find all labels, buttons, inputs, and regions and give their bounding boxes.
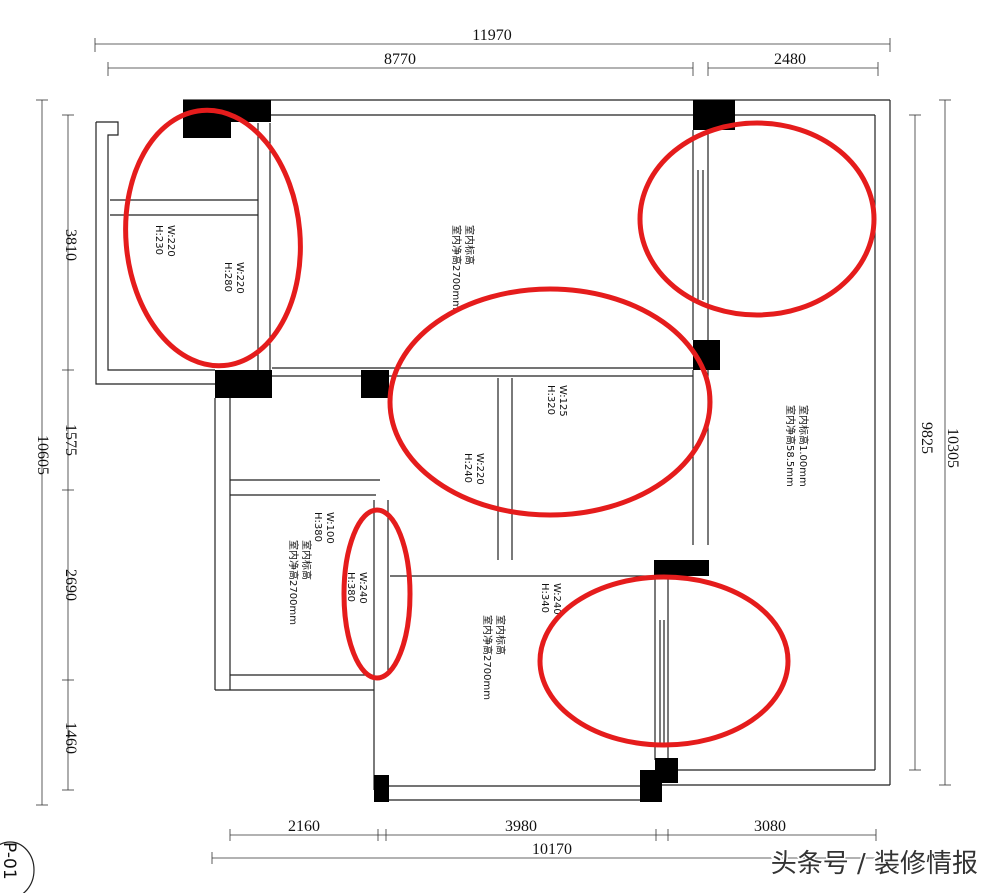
opening-4-width: W:220 [474, 453, 485, 485]
room-3-height: 室内净高2700mm [287, 540, 300, 625]
sheet-number-circle [0, 841, 35, 893]
dim-left-top: 3810 [62, 229, 79, 261]
opening-7-height: H:340 [539, 583, 550, 613]
walls [95, 99, 891, 801]
dim-bottom-right: 3080 [754, 818, 786, 835]
opening-6-width: W:240 [357, 572, 368, 604]
room-3-level: 室内标高 [300, 540, 313, 580]
dim-bottom-mid: 3980 [505, 818, 537, 835]
opening-3-height: H:320 [545, 385, 556, 415]
dim-left-mid: 1575 [62, 424, 79, 456]
sheet-number: P-01 [0, 842, 19, 880]
dim-top-left: 8770 [384, 51, 416, 68]
annotation-circle-balcony [123, 107, 303, 369]
opening-1-height: H:230 [153, 225, 164, 255]
opening-1-width: W:220 [165, 225, 176, 257]
dim-right-inner: 9825 [918, 422, 935, 454]
watermark: 头条号 / 装修情报 [771, 849, 978, 879]
dim-bottom-left: 2160 [288, 818, 320, 835]
room-2-height: 室内净高58.5mm [784, 405, 797, 487]
dim-top-total: 11970 [472, 27, 511, 44]
opening-3-width: W:125 [557, 385, 568, 417]
structural-columns [183, 100, 735, 802]
dim-left-bottom: 1460 [62, 722, 79, 754]
room-2-level: 室内标高1.00mm [797, 405, 810, 487]
dimension-lines [36, 38, 951, 864]
opening-2-width: W:220 [234, 262, 245, 294]
room-4-height: 室内净高2700mm [481, 615, 494, 700]
opening-6-height: H:380 [345, 572, 356, 602]
opening-7-width: W:240 [551, 583, 562, 615]
dim-bottom-total: 10170 [532, 841, 572, 858]
red-annotations [123, 107, 877, 748]
room-1-height: 室内净高2700mm [450, 225, 463, 310]
room-1-level: 室内标高 [463, 225, 476, 265]
opening-5-width: W:100 [324, 512, 335, 544]
annotation-circle-top-right [637, 120, 877, 318]
room-4-level: 室内标高 [494, 615, 507, 655]
annotation-circle-bottom-right [537, 574, 791, 748]
room-labels: 室内标高 室内净高2700mm 室内标高1.00mm 室内净高58.5mm 室内… [287, 225, 810, 700]
opening-labels: W:220 H:230 W:220 H:280 W:125 H:320 W:22… [153, 225, 568, 615]
opening-2-height: H:280 [222, 262, 233, 292]
dim-top-right: 2480 [774, 51, 806, 68]
opening-5-height: H:380 [312, 512, 323, 542]
opening-4-height: H:240 [462, 453, 473, 483]
annotation-circle-small [341, 507, 413, 681]
dim-left-mid2: 2690 [62, 569, 79, 601]
dim-left-total: 10605 [34, 435, 51, 475]
annotation-circle-center [387, 286, 713, 518]
dim-right-outer: 10305 [944, 428, 961, 468]
